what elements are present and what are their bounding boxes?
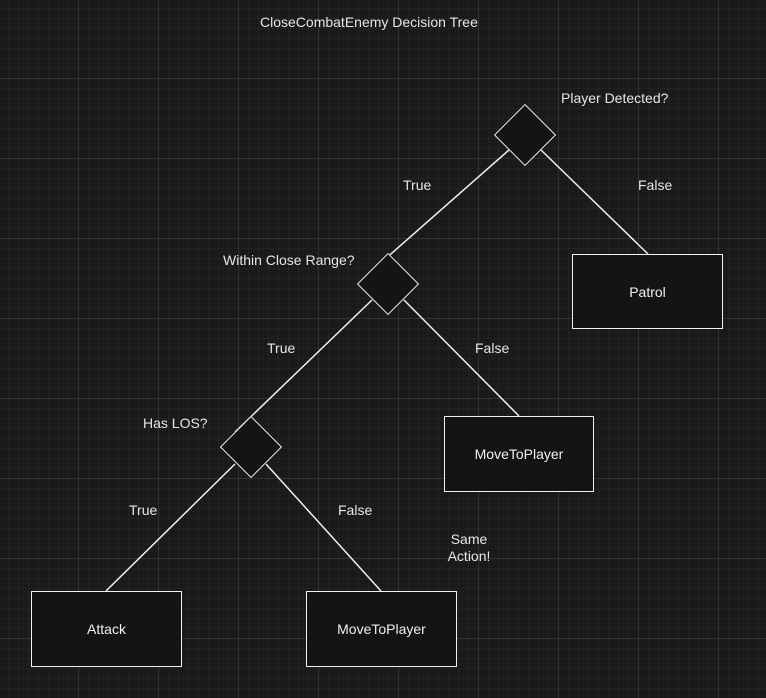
edge-label-los-true: True — [129, 502, 158, 518]
action-attack[interactable]: Attack — [31, 591, 182, 667]
action-label-move-to-player-los: MoveToPlayer — [337, 621, 426, 637]
edge-label-range-false: False — [475, 340, 510, 356]
decision-label-within-close-range: Within Close Range? — [223, 252, 355, 268]
edge-detected-false-line — [540, 149, 649, 255]
diagram-title: CloseCombatEnemy Decision Tree — [260, 14, 478, 30]
decision-label-player-detected: Player Detected? — [561, 90, 669, 106]
note-same-action: Same Action! — [438, 531, 500, 565]
action-label-attack: Attack — [87, 621, 126, 637]
edge-label-los-false: False — [338, 502, 373, 518]
edge-los-true-line — [105, 463, 236, 592]
edge-range-true-line — [234, 299, 373, 433]
edge-label-detected-false: False — [638, 177, 673, 193]
edge-range-false-line — [403, 299, 520, 417]
action-label-patrol: Patrol — [629, 283, 666, 300]
note-line-1: Same — [450, 531, 488, 547]
edge-los-false-line — [265, 463, 382, 592]
action-label-move-to-player-range: MoveToPlayer — [474, 446, 564, 462]
edge-label-detected-true: True — [403, 177, 432, 193]
note-line-2: Action! — [447, 548, 491, 564]
edge-detected-true-line — [374, 149, 510, 269]
action-move-to-player-los[interactable]: MoveToPlayer — [306, 591, 457, 667]
action-move-to-player-range[interactable]: MoveToPlayer — [444, 416, 594, 492]
action-patrol[interactable]: Patrol — [572, 254, 723, 329]
decision-label-has-los: Has LOS? — [143, 415, 208, 431]
edge-label-range-true: True — [267, 340, 296, 356]
